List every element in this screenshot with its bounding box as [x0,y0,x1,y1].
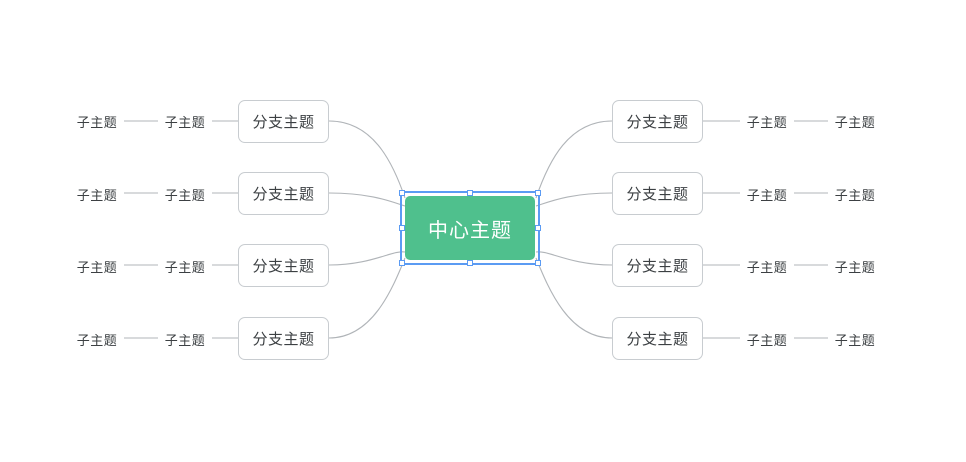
leaf-node-right-outer-3[interactable]: 子主题 [828,255,882,277]
branch-node-right-label: 分支主题 [626,257,689,275]
leaf-node-left-inner-label: 子主题 [164,115,206,131]
branch-node-right-label: 分支主题 [626,113,689,131]
leaf-node-right-inner-4[interactable]: 子主题 [740,328,794,350]
leaf-node-left-outer-1[interactable]: 子主题 [70,110,124,132]
edge-center-left-branch-4 [328,257,406,339]
resize-handle-ne[interactable] [535,190,541,196]
selection-outline[interactable] [399,190,541,266]
leaf-node-left-inner-label: 子主题 [164,260,206,276]
branch-node-left-label: 分支主题 [252,113,315,131]
leaf-node-right-outer-label: 子主题 [834,333,876,349]
leaf-node-left-outer-2[interactable]: 子主题 [70,183,124,205]
branch-node-right-label: 分支主题 [626,330,689,348]
leaf-node-right-outer-1[interactable]: 子主题 [828,110,882,132]
leaf-node-left-outer-label: 子主题 [76,115,118,131]
leaf-node-left-outer-label: 子主题 [76,333,118,349]
resize-handle-se[interactable] [535,260,541,266]
branch-node-left-2[interactable]: 分支主题 [238,172,329,215]
leaf-node-left-outer-3[interactable]: 子主题 [70,255,124,277]
edge-center-right-branch-4 [535,257,613,339]
leaf-node-right-inner-label: 子主题 [746,260,788,276]
leaf-node-left-inner-1[interactable]: 子主题 [158,110,212,132]
resize-handle-w[interactable] [399,225,405,231]
edge-center-left-branch-3 [328,251,406,266]
center-topic-node[interactable]: 中心主题 [405,196,535,260]
leaf-node-left-inner-4[interactable]: 子主题 [158,328,212,350]
leaf-node-right-inner-1[interactable]: 子主题 [740,110,794,132]
leaf-node-right-outer-4[interactable]: 子主题 [828,328,882,350]
leaf-node-right-outer-label: 子主题 [834,115,876,131]
leaf-node-left-inner-label: 子主题 [164,333,206,349]
resize-handle-e[interactable] [535,225,541,231]
leaf-node-right-inner-3[interactable]: 子主题 [740,255,794,277]
resize-handle-nw[interactable] [399,190,405,196]
resize-handle-n[interactable] [467,190,473,196]
branch-node-left-1[interactable]: 分支主题 [238,100,329,143]
center-topic-label: 中心主题 [428,217,512,242]
branch-node-right-2[interactable]: 分支主题 [612,172,703,215]
branch-node-left-3[interactable]: 分支主题 [238,244,329,287]
leaf-node-right-outer-2[interactable]: 子主题 [828,183,882,205]
edge-center-right-branch-3 [535,251,613,266]
branch-node-left-4[interactable]: 分支主题 [238,317,329,360]
leaf-node-left-outer-label: 子主题 [76,260,118,276]
edge-center-left-branch-2 [328,192,406,207]
leaf-node-left-outer-4[interactable]: 子主题 [70,328,124,350]
branch-node-left-label: 分支主题 [252,185,315,203]
edge-center-right-branch-2 [535,192,613,207]
leaf-node-right-outer-label: 子主题 [834,260,876,276]
branch-node-left-label: 分支主题 [252,257,315,275]
center-to-right-branch-edges [535,120,613,339]
branch-node-right-3[interactable]: 分支主题 [612,244,703,287]
center-to-left-branch-edges [328,120,406,339]
leaf-node-right-inner-label: 子主题 [746,115,788,131]
edge-center-left-branch-1 [328,120,406,199]
leaf-node-right-inner-label: 子主题 [746,333,788,349]
leaf-node-right-outer-label: 子主题 [834,188,876,204]
leaf-node-left-outer-label: 子主题 [76,188,118,204]
resize-handle-sw[interactable] [399,260,405,266]
branch-node-right-label: 分支主题 [626,185,689,203]
edge-center-right-branch-1 [535,120,613,199]
leaf-node-left-inner-2[interactable]: 子主题 [158,183,212,205]
leaf-node-right-inner-2[interactable]: 子主题 [740,183,794,205]
leaf-node-right-inner-label: 子主题 [746,188,788,204]
leaf-node-left-inner-label: 子主题 [164,188,206,204]
resize-handle-s[interactable] [467,260,473,266]
branch-node-left-label: 分支主题 [252,330,315,348]
branch-node-right-4[interactable]: 分支主题 [612,317,703,360]
branch-node-right-1[interactable]: 分支主题 [612,100,703,143]
leaf-node-left-inner-3[interactable]: 子主题 [158,255,212,277]
